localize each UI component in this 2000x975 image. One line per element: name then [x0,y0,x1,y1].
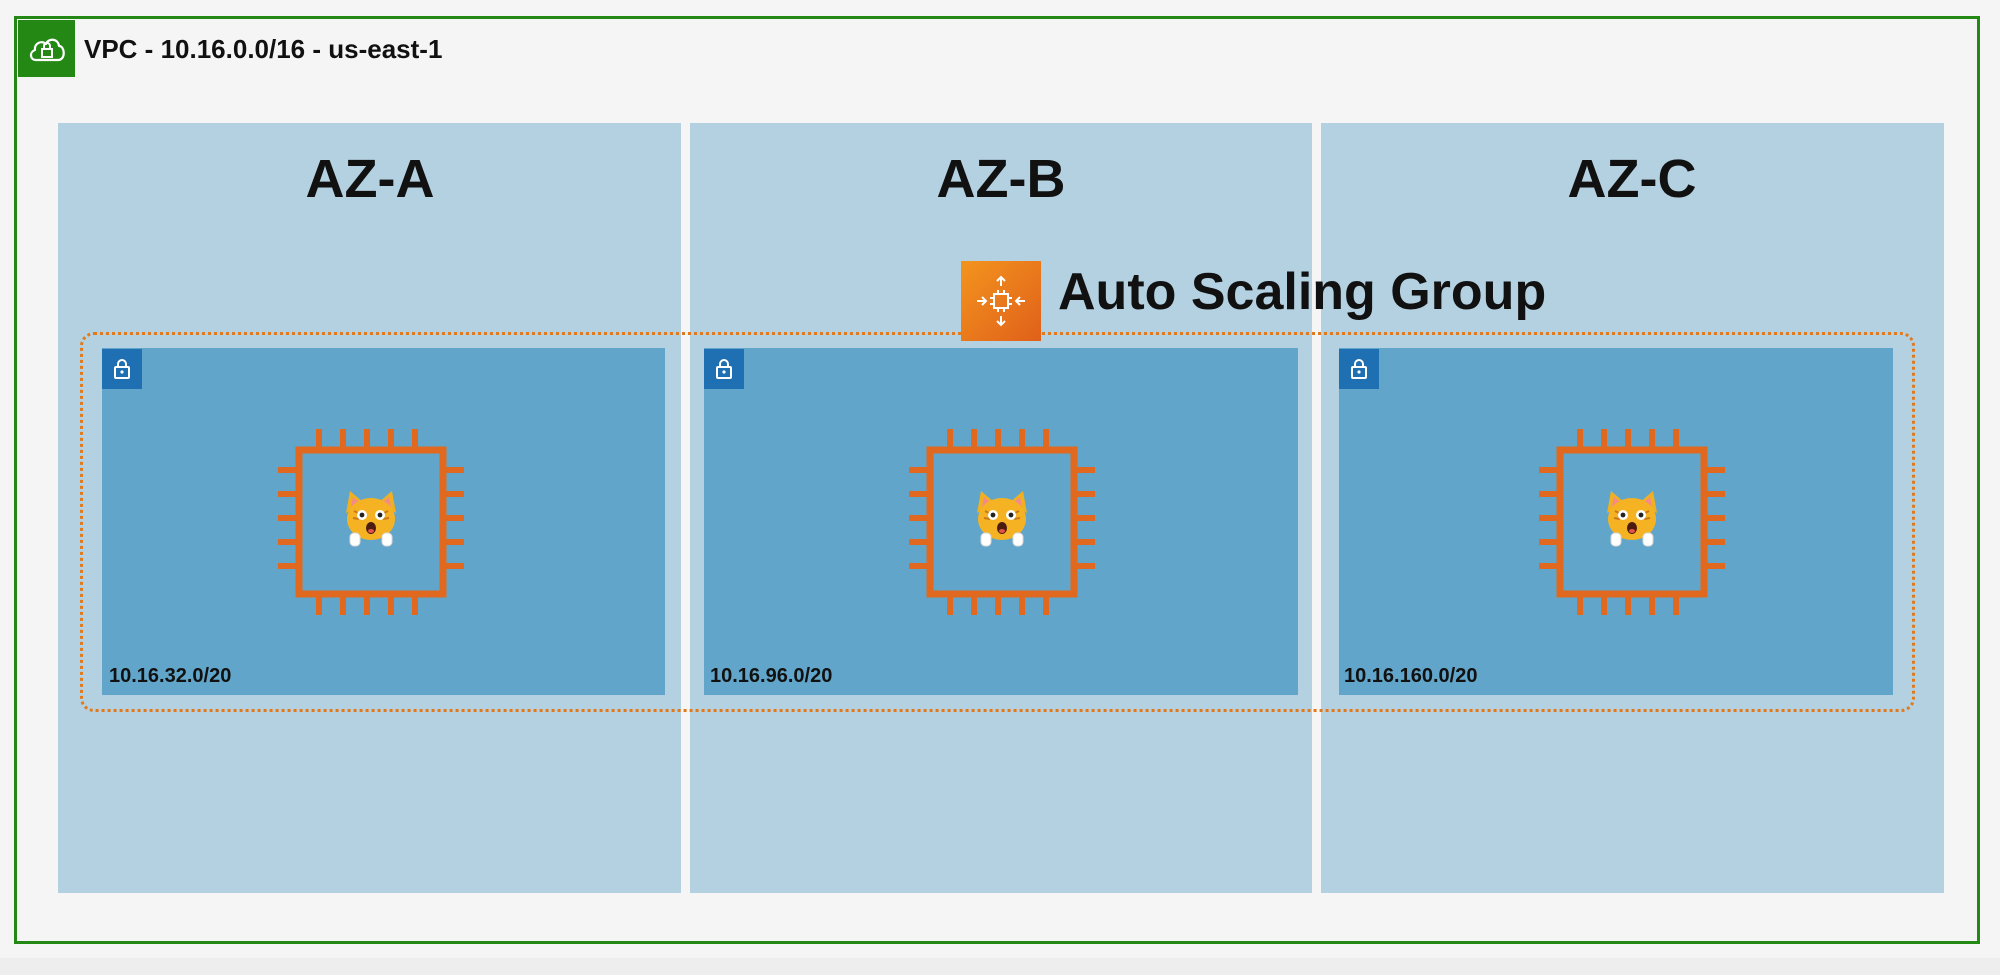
subnet-cidr-label: 10.16.32.0/20 [109,665,232,687]
private-subnet-lock-icon [704,349,744,389]
auto-scaling-group-label: Auto Scaling Group [1058,263,1547,321]
vpc-title: VPC - 10.16.0.0/16 - us-east-1 [84,34,443,64]
cat-instance-icon [977,491,1027,547]
ec2-instance-icon [907,427,1097,617]
vpc-boundary [14,16,1980,944]
vpc-cloud-lock-icon [18,20,75,77]
az-c-title: AZ-C [1567,149,1697,209]
auto-scaling-icon [961,261,1041,341]
subnet-cidr-label: 10.16.96.0/20 [710,665,833,687]
az-a-title: AZ-A [305,149,435,209]
subnet-cidr-label: 10.16.160.0/20 [1344,665,1478,687]
az-b-title: AZ-B [936,149,1066,209]
bottom-strip [0,958,2000,975]
ec2-instance-icon [276,427,466,617]
private-subnet-lock-icon [102,349,142,389]
ec2-instance-icon [1537,427,1727,617]
cat-instance-icon [346,491,396,547]
cat-instance-icon [1607,491,1657,547]
private-subnet-lock-icon [1339,349,1379,389]
